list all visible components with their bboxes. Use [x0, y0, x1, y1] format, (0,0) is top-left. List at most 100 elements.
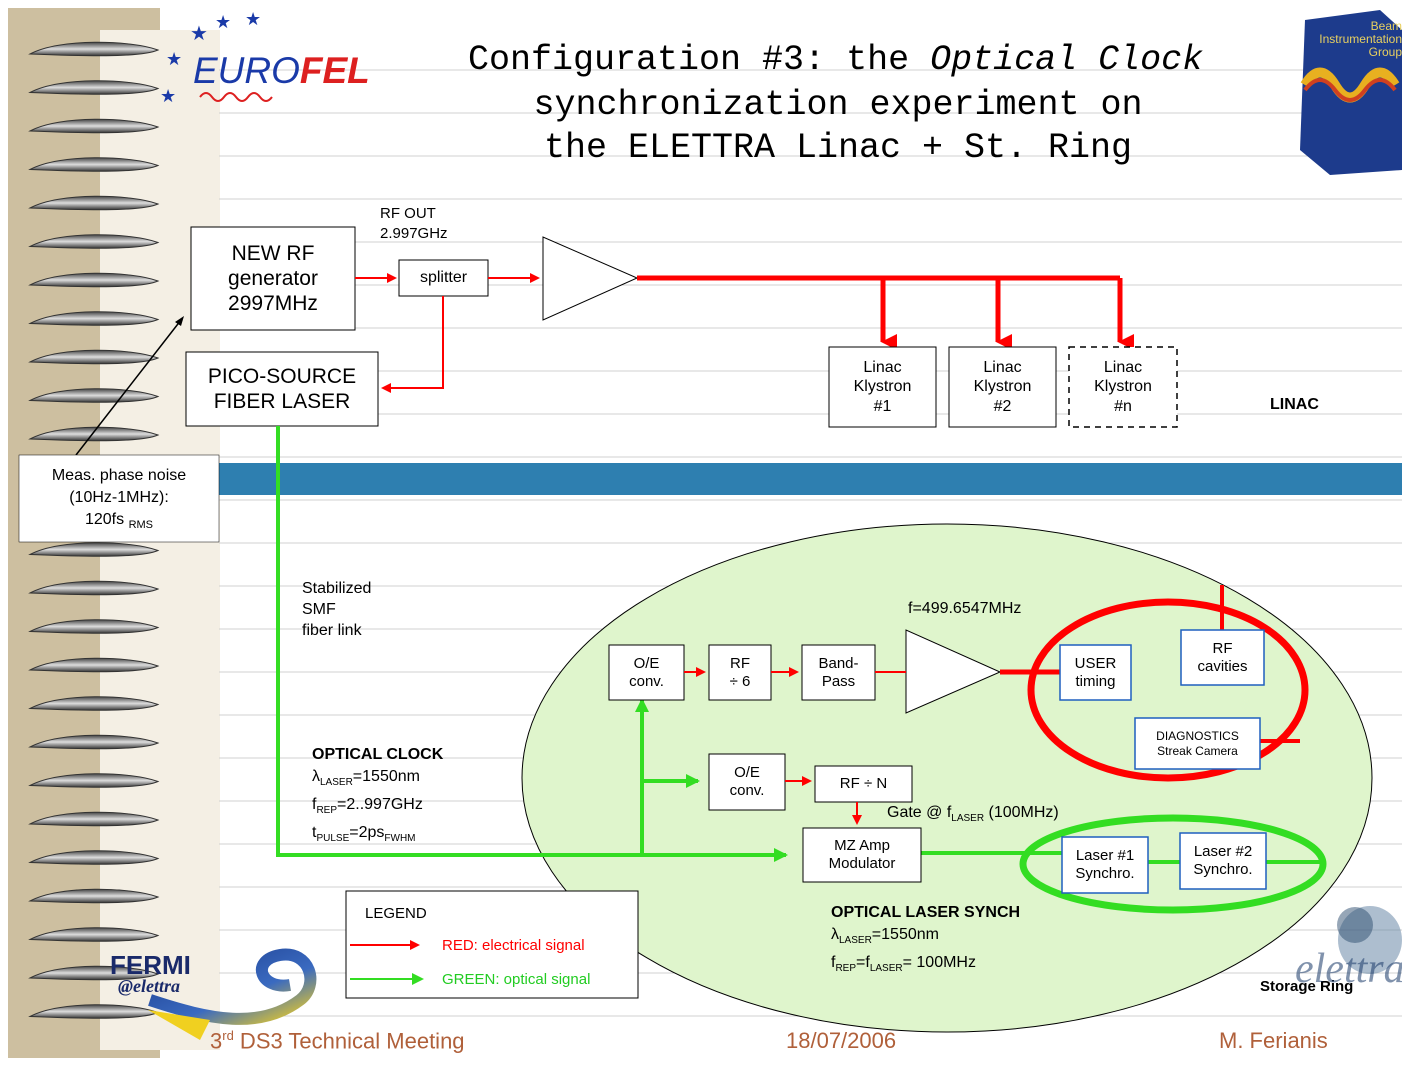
- footer-meeting-num: 3: [210, 1028, 223, 1054]
- ols-f-sub2: LASER: [869, 963, 903, 975]
- rf-out-label: RF OUT 2.997GHz: [380, 204, 448, 244]
- klystron-n-label: Linac Klystron #n: [1069, 347, 1177, 427]
- ols-frep: fREP=fLASER= 100MHz: [831, 952, 1020, 980]
- oc-lambda-val: =1550nm: [352, 768, 420, 785]
- rf-generator-line-3: 2997MHz: [228, 292, 318, 316]
- spiral-ring: [28, 195, 160, 211]
- oc-tpulse-val-sub: FWHM: [384, 833, 416, 845]
- spiral-ring: [28, 888, 160, 904]
- ols-f-val: = 100MHz: [902, 954, 976, 972]
- oc-frep-sym: f: [312, 796, 317, 814]
- rf-div6-line-1: RF: [730, 654, 750, 672]
- fermi-logo-text: FERMI: [110, 950, 191, 980]
- oe-conv-1-line-1: O/E: [633, 654, 660, 672]
- oe-conv-2-line-1: O/E: [734, 764, 760, 781]
- user-timing-line-2: timing: [1075, 672, 1116, 690]
- mz-amp-label: MZ Amp Modulator: [803, 828, 921, 882]
- laser-ring-ellipse: [1019, 814, 1327, 914]
- spiral-ring: [28, 619, 160, 634]
- mz-amp-line-1: MZ Amp: [834, 837, 890, 854]
- oc-lambda-sym: λ: [312, 768, 320, 785]
- laser-1-label: Laser #1 Synchro.: [1062, 837, 1148, 893]
- svg-text:★: ★: [190, 21, 208, 45]
- bandpass-line-1: Band-: [818, 654, 859, 672]
- rf-div-n-label: RF ÷ N: [839, 775, 888, 792]
- spiral-ring: [28, 965, 160, 981]
- klystron-1-line-3: #1: [873, 397, 892, 415]
- spiral-ring: [28, 234, 160, 249]
- footer-meeting: 3rd DS3 Technical Meeting: [210, 1028, 465, 1054]
- rf-out-line-1: RF OUT: [380, 205, 436, 222]
- mz-amp-line-2: Modulator: [828, 855, 896, 872]
- gate-tail: (100MHz): [984, 804, 1059, 821]
- rf-cavities-line-1: RF: [1212, 639, 1233, 657]
- svg-text:★: ★: [215, 12, 231, 33]
- bandpass-line-2: Pass: [821, 672, 856, 690]
- klystron-1-label: Linac Klystron #1: [829, 347, 936, 427]
- wire-splitter-to-pico: [381, 296, 444, 393]
- splitter-label: splitter: [419, 269, 468, 287]
- diagnostics-box: [1134, 717, 1261, 770]
- ols-f-sub: REP: [835, 963, 857, 975]
- svg-text:★: ★: [245, 9, 261, 30]
- eurofel-logo: EUROFEL: [193, 50, 370, 92]
- optical-laser-synch-block: OPTICAL LASER SYNCH λLASER=1550nm fREP=f…: [831, 902, 1020, 980]
- diagnostics-line-2: Streak Camera: [1157, 743, 1238, 758]
- spiral-ring: [28, 41, 160, 57]
- beam-group-line-2: Instrumentation: [1319, 32, 1402, 46]
- rf-div6-box: [708, 644, 772, 701]
- rf-cavities-line-2: cavities: [1197, 657, 1248, 675]
- phase-noise-box: [18, 454, 220, 543]
- phase-noise-arrowhead: [175, 316, 184, 326]
- klystron-n-line-1: Linac: [1103, 359, 1143, 377]
- phase-noise-line-3: 120fs RMS: [19, 509, 219, 536]
- footer-author: M. Ferianis: [1219, 1028, 1328, 1053]
- rf-generator-line-1: NEW RF: [231, 241, 315, 265]
- oe-conv-1-box: [608, 644, 685, 701]
- gate-label: Gate @ fLASER (100MHz): [887, 804, 1059, 824]
- klystron-1-line-1: Linac: [863, 359, 902, 377]
- klystron-1-box: [828, 346, 937, 428]
- legend-red-label: RED: electrical signal: [442, 937, 585, 954]
- ols-lambda-sym: λ: [831, 926, 839, 943]
- beam-group-line-1: Beam: [1370, 19, 1402, 33]
- klystron-n-line-2: Klystron: [1094, 378, 1152, 396]
- phase-noise-line-1: Meas. phase noise: [51, 467, 187, 484]
- oe-conv-2-line-2: conv.: [729, 782, 765, 799]
- footer-meeting-rest: DS3 Technical Meeting: [233, 1028, 465, 1054]
- title-mid: : the: [804, 40, 931, 80]
- laser-2-line-2: Synchro.: [1193, 861, 1253, 878]
- beam-group-text: Beam Instrumentation Group: [1300, 20, 1402, 59]
- title-line-3: the ELETTRA Linac + St. Ring: [543, 128, 1133, 168]
- pico-source-line-2: FIBER LASER: [213, 390, 351, 413]
- phase-noise-arrow: [75, 319, 182, 456]
- rf-div-n-box: [814, 765, 913, 803]
- beam-group-line-3: Group: [1368, 45, 1402, 59]
- user-timing-box: [1059, 644, 1132, 701]
- storage-ring-label: Storage Ring: [1260, 978, 1354, 995]
- elettra-logo-graphic: [1337, 906, 1402, 974]
- fermi-logo-swoosh: [148, 948, 317, 1040]
- spiral-ring: [28, 734, 160, 750]
- klystron-n-line-3: #n: [1114, 397, 1132, 415]
- gate-sub: LASER: [951, 813, 985, 825]
- spiral-ring: [28, 349, 160, 365]
- klystron-n-box: [1068, 346, 1178, 428]
- oc-tpulse-sub: PULSE: [316, 833, 350, 845]
- legend-title: LEGEND: [365, 905, 427, 922]
- spiral-ring: [28, 80, 160, 95]
- diagnostics-label: DIAGNOSTICS Streak Camera: [1135, 718, 1260, 769]
- footer-date: 18/07/2006: [786, 1028, 897, 1053]
- linac-amplifier: [542, 236, 639, 321]
- klystron-2-line-3: #2: [993, 397, 1012, 415]
- spiral-ring: [28, 696, 160, 711]
- laser-2-box: [1179, 832, 1267, 890]
- eurofel-euro-text: EURO: [193, 50, 300, 91]
- title-italic: Optical Clock: [930, 40, 1204, 80]
- laser-2-line-1: Laser #2: [1193, 843, 1253, 860]
- fiber-main-link: [276, 426, 788, 862]
- laser-1-line-2: Synchro.: [1075, 865, 1135, 882]
- klystron-2-label: Linac Klystron #2: [949, 347, 1056, 427]
- pico-source-label: PICO-SOURCE FIBER LASER: [186, 352, 378, 426]
- spiral-ring: [28, 311, 160, 326]
